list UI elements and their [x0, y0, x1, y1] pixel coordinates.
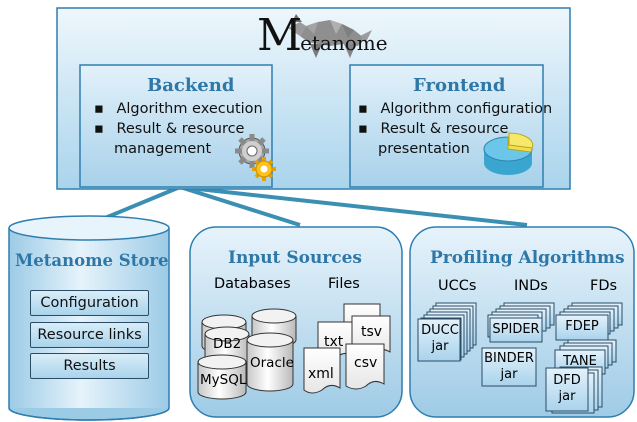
- file-csv-label: csv: [354, 355, 378, 371]
- gears-icon: [235, 134, 276, 181]
- algorithm-jars: [417, 302, 623, 414]
- input-sources-title: Input Sources: [228, 248, 362, 268]
- wolf-logo-icon: [288, 14, 372, 58]
- column-uccs: UCCs: [438, 278, 477, 294]
- file-txt-label: txt: [324, 334, 344, 350]
- file-csv: [345, 343, 385, 390]
- dfd-jar-text: jar: [558, 389, 576, 404]
- db-cylinder-mysql: [197, 354, 247, 400]
- metanome-store-cylinder: [8, 215, 170, 421]
- binder-label: BINDER jar: [482, 351, 536, 383]
- ducc-jar: [417, 318, 461, 362]
- backend-item-2: Result & resource: [116, 121, 245, 137]
- column-fds: FDs: [590, 278, 618, 294]
- store-resource-links-button[interactable]: Resource links: [30, 322, 149, 348]
- profiling-title: Profiling Algorithms: [430, 248, 625, 268]
- binder-jar: [481, 347, 537, 387]
- store-configuration-button[interactable]: Configuration: [30, 290, 149, 316]
- frontend-item-3: presentation: [378, 141, 470, 157]
- db-db2-label: DB2: [213, 336, 242, 352]
- dfd-name: DFD: [553, 373, 581, 388]
- ducc-name: DUCC: [421, 323, 459, 338]
- spider-jar: [489, 317, 543, 343]
- db-oracle-label: Oracle: [250, 355, 294, 371]
- dfd-jar: [545, 367, 589, 412]
- spider-label: SPIDER: [492, 322, 540, 337]
- app-title-rest: etanome: [300, 31, 388, 55]
- backend-bullet-1: ▪ Algorithm execution: [94, 101, 263, 117]
- backend-item-1: Algorithm execution: [116, 101, 263, 117]
- database-cylinders: [197, 308, 297, 400]
- file-documents: [303, 303, 391, 394]
- databases-label: Databases: [214, 276, 291, 292]
- dfd-label: DFD jar: [546, 373, 588, 405]
- app-title: Metanome: [257, 14, 388, 58]
- column-inds: INDs: [514, 278, 548, 294]
- ducc-label: DUCC jar: [419, 323, 461, 355]
- file-xml-label: xml: [308, 366, 334, 382]
- binder-jar-text: jar: [500, 367, 518, 382]
- store-results-button[interactable]: Results: [30, 353, 149, 379]
- file-tsv-label: tsv: [361, 324, 383, 340]
- fdep-jar: [555, 314, 609, 341]
- frontend-title: Frontend: [413, 75, 506, 96]
- frontend-bullet-1: ▪ Algorithm configuration: [358, 101, 553, 117]
- backend-title: Backend: [147, 75, 235, 96]
- ducc-jar-text: jar: [431, 339, 449, 354]
- app-title-initial: M: [257, 10, 303, 61]
- frontend-bullet-2: ▪ Result & resource: [358, 121, 509, 137]
- db-mysql-label: MySQL: [200, 372, 247, 388]
- backend-panel: [79, 64, 273, 188]
- tane-label: TANE: [563, 354, 597, 369]
- files-label: Files: [328, 276, 360, 292]
- store-title: Metanome Store: [15, 251, 169, 270]
- frontend-item-2: Result & resource: [380, 121, 509, 137]
- fdep-label: FDEP: [565, 319, 599, 334]
- file-xml: [303, 347, 341, 394]
- backend-bullet-2: ▪ Result & resource: [94, 121, 245, 137]
- backend-item-3: management: [114, 141, 212, 157]
- db-cylinder-oracle: [246, 332, 294, 392]
- frontend-item-1: Algorithm configuration: [380, 101, 553, 117]
- binder-name: BINDER: [484, 351, 534, 366]
- pie-chart-icon: [483, 132, 534, 175]
